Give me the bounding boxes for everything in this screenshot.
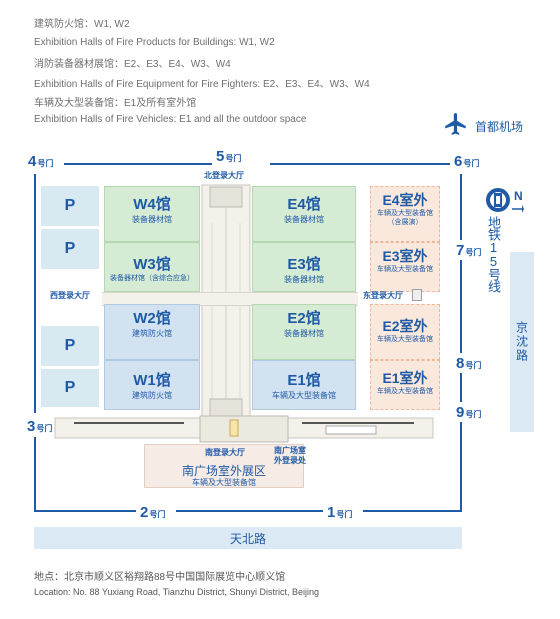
gate-7: 7号门 xyxy=(456,242,482,259)
hall-w3-sub: 装备器材馆（含综合应急） xyxy=(110,275,194,282)
outdoor-e3[interactable]: E3室外 车辆及大型装备馆 xyxy=(370,242,440,292)
hall-w2-name: W2馆 xyxy=(133,310,171,327)
gate-1: 1号门 xyxy=(327,504,353,521)
hall-e4[interactable]: E4馆 装备器材馆 xyxy=(252,186,356,242)
east-entrance-booth xyxy=(412,289,422,301)
outdoor-e2-name: E2室外 xyxy=(382,318,428,334)
outdoor-e4-note: （含展演） xyxy=(387,219,423,227)
info-line-en-1: Exhibition Halls of Fire Products for Bu… xyxy=(34,37,275,48)
south-plaza[interactable]: 南广场室外展区 车辆及大型装备馆 xyxy=(144,444,304,488)
hall-e2-sub: 装备器材馆 xyxy=(284,329,324,338)
hall-e2-name: E2馆 xyxy=(287,310,321,327)
hall-e3-name: E3馆 xyxy=(287,256,321,273)
hall-w3[interactable]: W3馆 装备器材馆（含综合应急） xyxy=(104,242,200,292)
airport-label: 首都机场 xyxy=(475,120,524,134)
info-line-cn-2: 消防装备器材展馆：E2、E3、E4、W3、W4 xyxy=(34,59,231,70)
outdoor-e4-sub: 车辆及大型装备馆 xyxy=(377,210,433,217)
outdoor-e2[interactable]: E2室外 车辆及大型装备馆 xyxy=(370,304,440,360)
parking-3: P xyxy=(41,326,99,366)
gate-4: 4号门 xyxy=(28,153,54,170)
outdoor-e4-name: E4室外 xyxy=(382,192,428,208)
south-registration-label: 南广场室外登录处 xyxy=(274,446,306,465)
north-entrance-label: 北登录大厅 xyxy=(204,171,244,180)
gate-9: 9号门 xyxy=(456,404,482,421)
outdoor-e3-sub: 车辆及大型装备馆 xyxy=(377,266,433,273)
address-en: Location: No. 88 Yuxiang Road, Tianzhu D… xyxy=(34,587,319,597)
north-arrow-icon xyxy=(512,205,524,213)
info-line-cn-1: 建筑防火馆：W1, W2 xyxy=(34,19,130,30)
hall-e4-name: E4馆 xyxy=(287,196,321,213)
parking-4: P xyxy=(41,369,99,407)
hall-w1-sub: 建筑防火馆 xyxy=(132,391,172,400)
hall-e4-sub: 装备器材馆 xyxy=(284,215,324,224)
cross-corridor xyxy=(102,292,358,306)
hall-w2-sub: 建筑防火馆 xyxy=(132,329,172,338)
info-line-cn-3: 车辆及大型装备馆：E1及所有室外馆 xyxy=(34,98,197,109)
hall-w4[interactable]: W4馆 装备器材馆 xyxy=(104,186,200,242)
hall-w2[interactable]: W2馆 建筑防火馆 xyxy=(104,304,200,360)
hall-w3-name: W3馆 xyxy=(133,256,171,273)
gate-2: 2号门 xyxy=(140,504,166,521)
gate-5: 5号门 xyxy=(216,148,242,165)
south-plaza-name: 南广场室外展区 xyxy=(181,464,266,478)
hall-w1-name: W1馆 xyxy=(133,372,171,389)
hall-e3-sub: 装备器材馆 xyxy=(284,275,324,284)
info-line-en-3: Exhibition Halls of Fire Vehicles: E1 an… xyxy=(34,114,307,125)
hall-e2[interactable]: E2馆 装备器材馆 xyxy=(252,304,356,360)
subway-line-label: 地铁15号线 xyxy=(486,216,501,292)
road-jingshen: 京沈路 xyxy=(510,252,534,432)
outdoor-e1[interactable]: E1室外 车辆及大型装备馆 xyxy=(370,360,440,410)
parking-2: P xyxy=(41,229,99,269)
gate-3: 3号门 xyxy=(27,418,53,435)
hall-w4-name: W4馆 xyxy=(133,196,171,213)
east-entrance-label: 东登录大厅 xyxy=(363,291,403,300)
outdoor-e2-sub: 车辆及大型装备馆 xyxy=(377,336,433,343)
north-compass: N xyxy=(514,189,523,203)
south-entrance-label: 南登录大厅 xyxy=(205,448,245,457)
hall-e1-sub: 车辆及大型装备馆 xyxy=(272,391,336,400)
gate-8: 8号门 xyxy=(456,355,482,372)
airplane-icon xyxy=(445,113,466,135)
outdoor-e3-name: E3室外 xyxy=(382,248,428,264)
hall-e3[interactable]: E3馆 装备器材馆 xyxy=(252,242,356,292)
south-hall-building xyxy=(54,415,434,443)
south-plaza-sub: 车辆及大型装备馆 xyxy=(192,478,256,487)
subway-logo-icon xyxy=(486,188,510,212)
hall-e1[interactable]: E1馆 车辆及大型装备馆 xyxy=(252,360,356,410)
info-line-en-2: Exhibition Halls of Fire Equipment for F… xyxy=(34,79,370,90)
hall-w1[interactable]: W1馆 建筑防火馆 xyxy=(104,360,200,410)
west-entrance-label: 西登录大厅 xyxy=(50,291,90,300)
hall-w4-sub: 装备器材馆 xyxy=(132,215,172,224)
gate-6: 6号门 xyxy=(454,153,480,170)
parking-1: P xyxy=(41,186,99,226)
address-cn: 地点：北京市顺义区裕翔路88号中国国际展览中心顺义馆 xyxy=(34,572,286,583)
outdoor-e1-sub: 车辆及大型装备馆 xyxy=(377,388,433,395)
outdoor-e4[interactable]: E4室外 车辆及大型装备馆 （含展演） xyxy=(370,186,440,242)
hall-e1-name: E1馆 xyxy=(287,372,321,389)
outdoor-e1-name: E1室外 xyxy=(382,370,428,386)
road-tianbei: 天北路 xyxy=(34,527,462,549)
